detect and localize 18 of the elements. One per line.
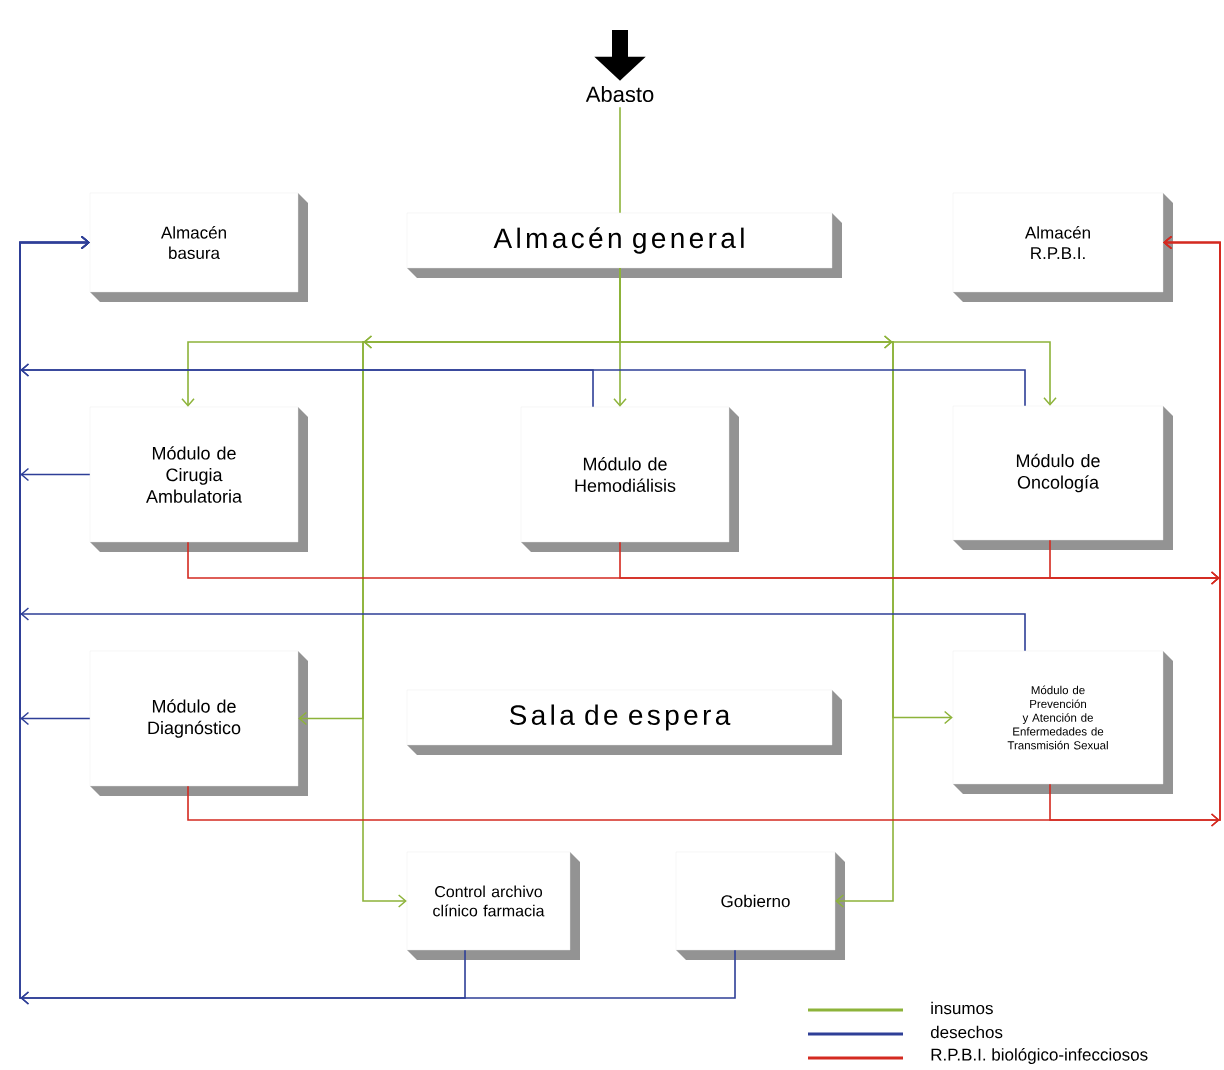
process-box: Almacén general bbox=[406, 212, 842, 278]
process-box: Almacén R.P.B.I. bbox=[952, 192, 1173, 302]
arrow bbox=[19, 235, 736, 1005]
node-label: Abasto bbox=[585, 85, 654, 103]
process-box: Almacén basura bbox=[89, 192, 308, 302]
process-box: Gobierno bbox=[675, 851, 845, 960]
process-box: Módulo de Diagnóstico bbox=[89, 650, 308, 796]
process-box: Módulo de Hemodiálisis bbox=[520, 406, 739, 552]
legend-label: insumos bbox=[931, 1001, 993, 1015]
process-box: Sala de espera bbox=[406, 689, 842, 755]
arrow bbox=[619, 267, 894, 908]
legend-label: desechos bbox=[930, 1025, 1003, 1039]
arrow bbox=[1049, 235, 1221, 827]
process-box: Módulo de Prevención y Atención de Enfermedades de Transmisión Sexual bbox=[952, 650, 1173, 794]
process-box: Módulo de Cirugia Ambulatoria bbox=[89, 406, 308, 552]
legend-label: R.P.B.I. biológico-infecciosos bbox=[931, 1048, 1148, 1064]
process-box: Control archivo clínico farmacia bbox=[406, 851, 580, 960]
process-box: Módulo de Oncología bbox=[952, 405, 1173, 550]
